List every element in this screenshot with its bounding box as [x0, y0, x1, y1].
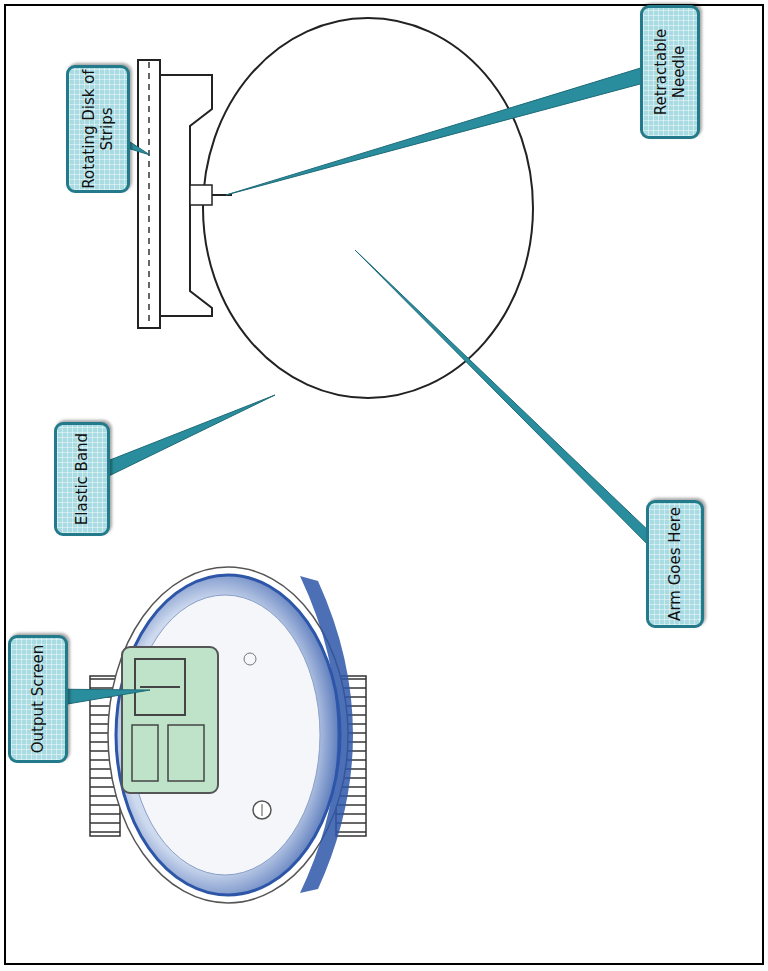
lcd-screen [122, 647, 218, 793]
callout-label: Arm Goes Here [666, 507, 684, 621]
callout-box: Retractable Needle [640, 5, 700, 139]
housing [160, 75, 212, 316]
callout-box: Elastic Band [54, 422, 110, 536]
frame [5, 5, 763, 964]
callout-box: Arm Goes Here [646, 500, 704, 628]
watch-body [108, 567, 353, 903]
callout-box: Output Screen [8, 635, 68, 763]
strip-disk [138, 60, 160, 328]
callout-tail [38, 59, 676, 709]
cuff-device [138, 18, 533, 398]
elastic-band [203, 18, 533, 398]
callout-label: Output Screen [29, 645, 47, 753]
callout-label: Elastic Band [73, 433, 91, 525]
callout-label: Retractable Needle [652, 8, 688, 136]
callout-box: Rotating Disk of Strips [66, 65, 130, 193]
callout-label: Rotating Disk of Strips [80, 68, 116, 190]
watch-button [253, 801, 271, 819]
